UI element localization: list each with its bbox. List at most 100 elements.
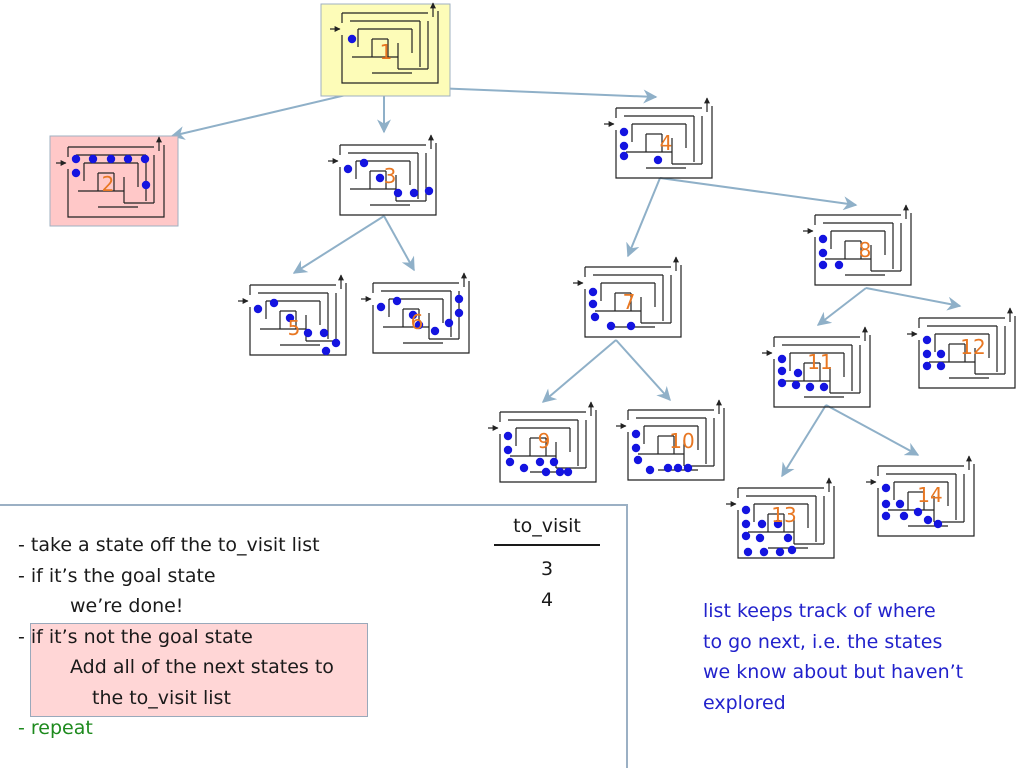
maze-node-13: 13 [726, 477, 835, 559]
path-dot [626, 321, 636, 331]
maze-node-1: 1 [320, 2, 451, 97]
node-label-5: 5 [288, 316, 301, 340]
maze-frame [877, 464, 975, 537]
path-dot [895, 499, 905, 509]
path-dot [791, 380, 801, 390]
to-visit-note: list keeps track of where to go next, i.… [703, 596, 1003, 718]
path-dot [253, 304, 263, 314]
path-dot [933, 519, 943, 529]
path-dot [777, 378, 787, 388]
note-line: to go next, i.e. the states [703, 630, 943, 653]
path-dot [923, 515, 933, 525]
path-dot [549, 457, 559, 467]
path-dot [818, 248, 828, 258]
path-dot [319, 328, 329, 338]
path-dot [922, 335, 932, 345]
path-dot [563, 467, 573, 477]
maze-frame [372, 281, 470, 354]
maze-node-7: 7 [573, 256, 682, 338]
maze-node-8: 8 [803, 204, 912, 286]
path-dot [631, 429, 641, 439]
node-label-11: 11 [807, 350, 832, 374]
maze-frame [773, 335, 871, 408]
path-dot [645, 465, 655, 475]
path-dot [755, 533, 765, 543]
node-label-1: 1 [380, 40, 393, 64]
path-dot [503, 431, 513, 441]
path-dot [606, 321, 616, 331]
maze-frame [584, 265, 682, 338]
path-dot [881, 483, 891, 493]
path-dot [743, 547, 753, 557]
path-dot [503, 445, 513, 455]
note-line: we know about but haven’t [703, 661, 964, 683]
step-done: we’re done! [70, 595, 184, 617]
path-dot [454, 294, 464, 304]
tree-edges [170, 85, 962, 478]
maze-frame [341, 11, 439, 84]
to-visit-underline [494, 544, 600, 546]
tree-edge-11-14 [825, 404, 920, 456]
tree-edge-8-11 [816, 287, 867, 326]
node-label-12: 12 [960, 335, 985, 359]
path-dot [393, 188, 403, 198]
maze-node-3: 3 [328, 134, 437, 216]
maze-frame [339, 143, 437, 216]
tree-edge-8-12 [865, 287, 962, 311]
node-label-9: 9 [538, 429, 551, 453]
path-dot [376, 302, 386, 312]
path-dot [819, 382, 829, 392]
path-dot [775, 547, 785, 557]
path-dot [922, 349, 932, 359]
path-dot [409, 188, 419, 198]
node-label-13: 13 [771, 503, 796, 527]
path-dot [331, 338, 341, 348]
path-dot [269, 298, 279, 308]
path-dot [805, 382, 815, 392]
path-dot [375, 173, 385, 183]
tree-edge-3-6 [383, 215, 415, 272]
path-dot [633, 455, 643, 465]
path-dot [106, 154, 116, 164]
path-dot [590, 312, 600, 322]
path-dot [619, 127, 629, 137]
tree-edge-11-13 [781, 404, 827, 478]
path-dot [140, 154, 150, 164]
path-dot [88, 154, 98, 164]
maze-node-10: 10 [616, 399, 725, 481]
path-dot [535, 457, 545, 467]
maze-frame [627, 408, 725, 481]
path-dot [631, 443, 641, 453]
path-dot [541, 467, 551, 477]
tree-edge-3-5 [292, 215, 385, 274]
highlight-box [30, 623, 368, 717]
path-dot [424, 186, 434, 196]
path-dot [653, 155, 663, 165]
step-repeat: - repeat [18, 717, 93, 739]
path-dot [773, 519, 783, 529]
step-if-not-goal: - if it’s not the goal state [18, 625, 253, 648]
to-visit-list: 3 4 [494, 554, 600, 616]
maze-frame [499, 410, 597, 483]
maze-node-9: 9 [488, 401, 597, 483]
path-dot [818, 260, 828, 270]
tree-edge-4-7 [626, 177, 661, 258]
maze-frame [67, 145, 165, 218]
path-dot [936, 361, 946, 371]
path-dot [881, 511, 891, 521]
path-dot [834, 260, 844, 270]
path-dot [321, 346, 331, 356]
path-dot [759, 547, 769, 557]
note-line: explored [703, 691, 786, 714]
path-dot [741, 505, 751, 515]
path-dot [787, 545, 797, 555]
maze-frame [249, 283, 347, 356]
step-to-visit: the to_visit list [92, 686, 231, 709]
path-dot [881, 499, 891, 509]
path-dot [619, 141, 629, 151]
maze-node-4: 4 [604, 97, 713, 179]
maze-frame [918, 316, 1016, 389]
path-dot [555, 467, 565, 477]
to-visit-item: 4 [540, 589, 554, 611]
